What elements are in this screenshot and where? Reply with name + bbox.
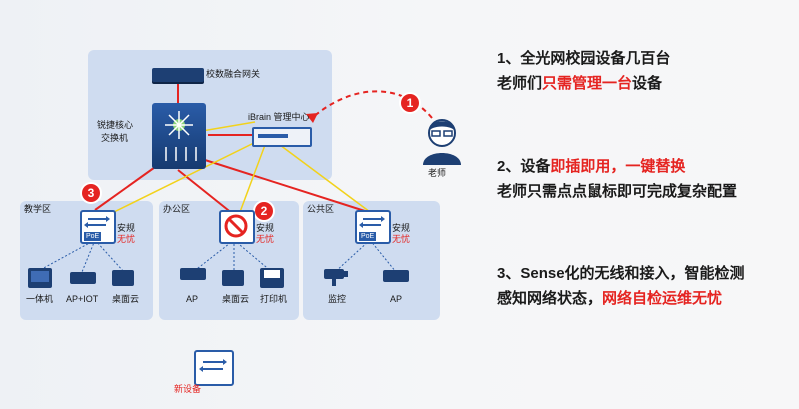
link-yellow-3	[279, 144, 371, 213]
point-1-line-2-prefix: 老师们	[497, 75, 543, 92]
gateway-label: 校数融合网关	[206, 69, 261, 79]
core-zone	[88, 50, 332, 180]
arrow-head	[306, 113, 318, 123]
status-2-public: 无忧	[392, 234, 411, 244]
teacher-label: 老师	[428, 168, 447, 178]
point-1-line-2-suffix: 设备	[632, 75, 663, 92]
status-1-public: 安规	[392, 223, 411, 233]
zone-teaching-name: 教学区	[24, 204, 52, 214]
link-teacher-brain	[311, 90, 433, 119]
cloud-desktop-icon	[112, 270, 134, 286]
device-label-office-0: AP	[186, 294, 199, 304]
point-2-line-2-prefix: 老师只需点点鼠标即可完成复杂配置	[497, 183, 738, 200]
status-1-teaching: 安规	[117, 223, 136, 233]
point-3-line-1: 3、Sense化的无线和接入，智能检测	[497, 263, 745, 285]
point-3-line-2: 感知网络状态，网络自检运维无忧	[497, 288, 722, 310]
badge-3: 3	[82, 184, 100, 202]
core-switch-label-2: 交换机	[101, 133, 129, 143]
gateway-icon	[152, 68, 204, 82]
device-label-public-1: AP	[390, 294, 403, 304]
link-yellow-1	[111, 139, 261, 214]
ap-icon-public	[383, 270, 409, 282]
point-2-line-1-prefix: 2、设备	[497, 158, 551, 175]
brain-label: iBrain 管理中心	[248, 112, 310, 122]
new-device-label: 新设备	[174, 384, 202, 394]
poe-tag-public: PoE	[359, 232, 377, 241]
camera-icon	[322, 266, 350, 288]
device-label-teaching-2: 桌面云	[112, 294, 140, 304]
core-switch-label: 锐捷核心	[97, 120, 133, 131]
new-device-icon	[194, 350, 234, 386]
ap-iot-icon	[70, 272, 96, 284]
brain-device-icon	[252, 127, 312, 147]
status-2-teaching: 无忧	[117, 234, 136, 244]
teacher-avatar-icon	[417, 113, 467, 165]
access-switch-icon-public: PoE	[355, 210, 391, 244]
badge-2: 2	[255, 202, 273, 220]
status-2-office: 无忧	[256, 234, 275, 244]
device-label-office-1: 桌面云	[222, 294, 250, 304]
poe-tag-teaching: PoE	[84, 232, 102, 241]
cloud-desktop-icon-office	[222, 270, 244, 286]
core-switch-icon	[152, 103, 206, 169]
point-2-line-1: 2、设备即插即用，一键替换	[497, 156, 685, 178]
zone-public-name: 公共区	[307, 204, 335, 214]
zone-office-name: 办公区	[163, 204, 191, 214]
badge-1: 1	[401, 94, 419, 112]
printer-icon	[260, 268, 284, 288]
device-label-teaching-1: AP+IOT	[66, 294, 99, 304]
link-core-sw1	[94, 164, 159, 211]
ap-icon	[180, 268, 206, 280]
link-core-sw2	[177, 169, 234, 215]
point-2-line-1-hl: 即插即用，一键替换	[550, 158, 686, 175]
point-2-line-2: 老师只需点点鼠标即可完成复杂配置	[497, 181, 737, 203]
core-switch-name: 核心	[115, 120, 134, 130]
point-1-line-1-prefix: 1、全光网校园设备几百台	[497, 50, 671, 67]
status-1-office: 安规	[256, 223, 275, 233]
point-3-line-2-prefix: 感知网络状态，	[497, 290, 603, 307]
device-label-office-2: 打印机	[260, 294, 288, 304]
device-label-teaching-0: 一体机	[26, 294, 54, 304]
device-label-public-0: 监控	[328, 294, 347, 304]
link-yellow-2	[239, 144, 266, 213]
link-core-sw3	[204, 159, 369, 213]
point-3-line-1-prefix: 3、Sense化的无线和接入，智能检测	[497, 265, 745, 282]
core-switch-prefix: 锐捷	[97, 120, 116, 130]
point-1-line-2: 老师们只需管理一台设备	[497, 73, 662, 95]
point-3-line-2-hl: 网络自检运维无忧	[602, 290, 723, 307]
all-in-one-icon	[28, 268, 52, 288]
access-switch-icon-teaching: PoE	[80, 210, 116, 244]
access-switch-icon-office	[219, 210, 255, 244]
point-1-line-2-hl: 只需管理一台	[542, 75, 633, 92]
point-1-line-1: 1、全光网校园设备几百台	[497, 48, 670, 70]
endpoint-links	[39, 239, 397, 273]
